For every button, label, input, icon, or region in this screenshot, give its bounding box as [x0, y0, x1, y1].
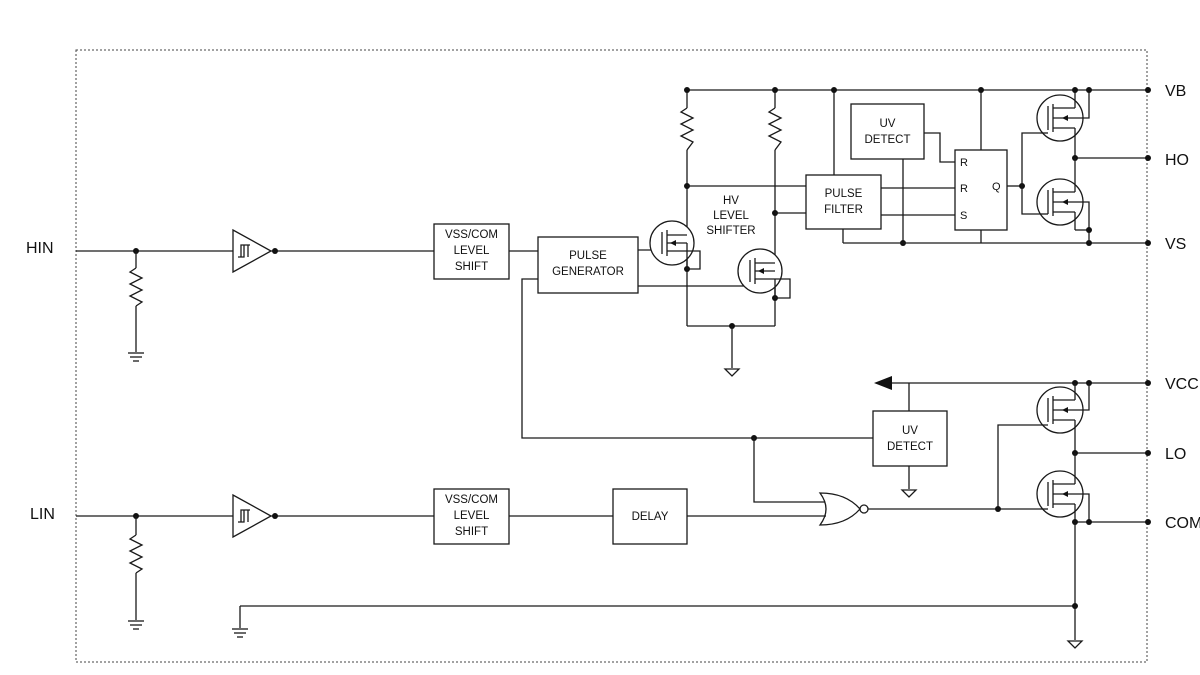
- hv-resistor-right: [767, 107, 783, 151]
- delay-block: DELAY: [612, 488, 688, 545]
- level-shift-high-line1: VSS/COM: [445, 229, 498, 241]
- pulse-generator-line2: GENERATOR: [552, 266, 624, 278]
- chip-outline: [75, 49, 1148, 663]
- ff-s-label: S: [960, 210, 967, 222]
- level-shift-low-line2: LEVEL: [454, 510, 490, 522]
- hv-level-shifter: HV LEVEL SHIFTER: [649, 87, 1150, 377]
- uv-detect-high-block: UV DETECT: [850, 103, 925, 160]
- uv-detect-low-line1: UV: [902, 425, 918, 437]
- low-side-mosfet-bottom: [1036, 453, 1090, 640]
- pulse-generator-line1: PULSE: [569, 250, 607, 262]
- pin-vb-label: VB: [1165, 83, 1186, 100]
- rs-flipflop: R R S Q: [954, 149, 1008, 231]
- uv-detect-low-block: UV DETECT: [872, 410, 948, 467]
- pulse-filter-line2: FILTER: [824, 204, 863, 216]
- pin-lo-label: LO: [1165, 446, 1186, 463]
- pin-com-label: COM: [1165, 515, 1200, 532]
- high-side-mosfet-top: [1036, 90, 1090, 158]
- uv-detect-high-line1: UV: [880, 118, 896, 130]
- pin-hin-label: HIN: [26, 240, 54, 257]
- hin-pulldown-resistor: [128, 267, 144, 307]
- pin-lin-label: LIN: [30, 506, 55, 523]
- level-shift-block-low: VSS/COM LEVEL SHIFT: [433, 488, 510, 545]
- lin-input-chain: [76, 493, 434, 630]
- level-shift-high-line2: LEVEL: [454, 245, 490, 257]
- ground-icon: [128, 352, 144, 362]
- hv-resistor-left: [679, 107, 695, 151]
- hv-level-shifter-line3: SHIFTER: [706, 225, 755, 237]
- ff-r2-label: R: [960, 183, 968, 195]
- pin-vs-label: VS: [1165, 236, 1186, 253]
- hin-schmitt-buffer: [232, 228, 273, 274]
- uv-detect-low-line2: DETECT: [887, 441, 933, 453]
- pin-ho-label: HO: [1165, 152, 1189, 169]
- hin-input-chain: [76, 228, 434, 362]
- pulse-generator-block: PULSE GENERATOR: [537, 236, 639, 294]
- vcc-arrow-icon: [874, 376, 892, 390]
- pin-vcc-label: VCC: [1165, 376, 1199, 393]
- ff-q-label: Q: [992, 181, 1001, 193]
- hv-level-shifter-line2: LEVEL: [713, 210, 749, 222]
- level-shift-low-line3: SHIFT: [455, 526, 488, 538]
- level-shift-high-line3: SHIFT: [455, 261, 488, 273]
- high-side-mosfet-bottom: [1036, 158, 1090, 243]
- low-side-mosfet-top: [997, 383, 1090, 509]
- level-shift-block-high: VSS/COM LEVEL SHIFT: [433, 223, 510, 280]
- lin-schmitt-buffer: [232, 493, 273, 539]
- uv-detect-high-line2: DETECT: [865, 134, 911, 146]
- hv-mosfet-right: [737, 248, 791, 301]
- pulse-filter-block: PULSE FILTER: [805, 174, 882, 230]
- delay-label: DELAY: [632, 511, 669, 523]
- nor-gate: [818, 492, 869, 526]
- lin-pulldown-resistor: [128, 534, 144, 574]
- ground-icon: [128, 620, 144, 630]
- level-shift-low-line1: VSS/COM: [445, 494, 498, 506]
- pulse-filter-line1: PULSE: [825, 188, 863, 200]
- hv-level-shifter-line1: HV: [723, 195, 739, 207]
- hv-mosfet-left: [649, 220, 701, 272]
- ground-icon: [232, 628, 248, 638]
- ff-r1-label: R: [960, 157, 968, 169]
